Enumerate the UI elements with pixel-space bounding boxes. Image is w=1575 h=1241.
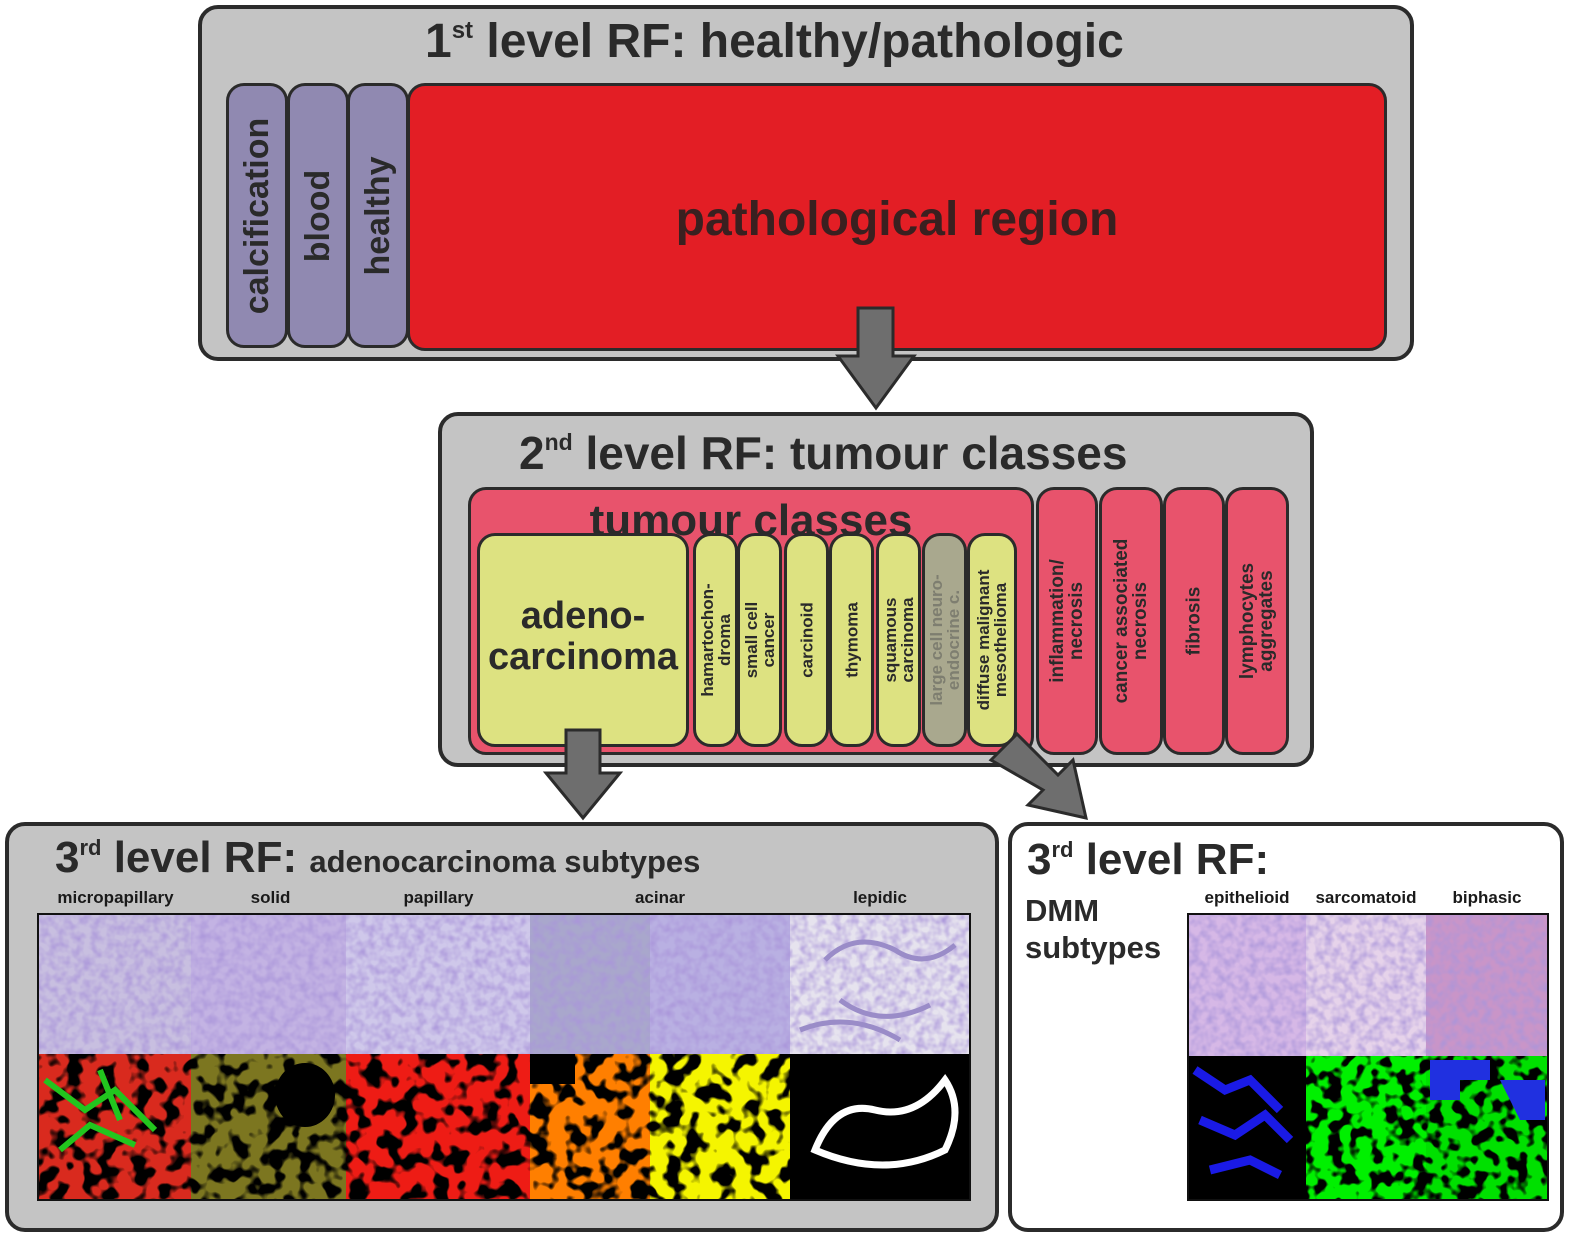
- class-carcinoid: carcinoid: [784, 533, 829, 747]
- level3-dmm-subtitle: DMM subtypes: [1025, 893, 1162, 966]
- caption-sarcomatoid: sarcomatoid: [1315, 888, 1417, 907]
- level3-adeno-panel: [5, 822, 999, 1232]
- class-lcnec-label-2: endocrine c.: [943, 589, 963, 691]
- class-carcinoid-label: carcinoid: [797, 602, 816, 678]
- pathological-region-label: pathological region: [675, 193, 1119, 246]
- caption-lepidic: lepidic: [853, 888, 907, 907]
- level3-dmm-title: 3rd level RF:: [1027, 835, 1270, 884]
- class-can-label-1: cancer associated: [1111, 538, 1132, 704]
- class-inflammation-label-2: necrosis: [1066, 581, 1087, 661]
- caption-biphasic: biphasic: [1452, 888, 1522, 907]
- class-squamous-label-2: carcinoma: [897, 597, 917, 683]
- class-inflammation-necrosis: inflammation/necrosis: [1036, 487, 1098, 755]
- caption-solid: solid: [250, 888, 291, 907]
- class-dmm-label-2: mesothelioma: [991, 582, 1010, 698]
- class-thymoma-label: thymoma: [842, 602, 861, 678]
- class-thymoma: thymoma: [829, 533, 874, 747]
- class-lcnec-label-1: large cell neuro-: [926, 574, 946, 706]
- level2-title: 2nd level RF: tumour classes: [519, 427, 1128, 479]
- class-fibrosis-label: fibrosis: [1183, 586, 1205, 656]
- class-hamartochondroma: hamartochon-droma: [693, 533, 738, 747]
- level3-adeno-title: 3rd level RF: adenocarcinoma subtypes: [55, 833, 701, 882]
- caption-micropapillary: micropapillary: [57, 888, 174, 907]
- class-small-cell-label-1: small cell: [741, 601, 761, 679]
- class-blood-label: blood: [299, 169, 337, 262]
- class-fibrosis: fibrosis: [1163, 487, 1225, 755]
- class-small-cell-label-2: cancer: [758, 612, 778, 668]
- class-large-cell-neuroendocrine: large cell neuro-endocrine c.: [922, 533, 967, 747]
- caption-epithelioid: epithelioid: [1204, 888, 1290, 907]
- class-adenocarcinoma: adeno- carcinoma: [477, 533, 689, 747]
- class-hamartochondroma-label-1: hamartochon-: [697, 583, 717, 697]
- class-blood: blood: [287, 83, 349, 348]
- class-squamous-label-1: squamous: [880, 597, 900, 683]
- class-hamartochondroma-label-2: droma: [714, 614, 734, 666]
- class-lymph-label-1: lymphocytes: [1237, 562, 1258, 680]
- class-lymph-label-2: aggregates: [1256, 570, 1277, 672]
- pathological-region: pathological region: [407, 83, 1387, 351]
- caption-papillary: papillary: [403, 888, 474, 907]
- class-healthy-label: healthy: [359, 155, 397, 276]
- class-can-label-2: necrosis: [1130, 581, 1151, 661]
- class-calcification-label: calcification: [238, 117, 276, 314]
- caption-acinar: acinar: [634, 888, 686, 907]
- level1-title: 1st level RF: healthy/pathologic: [425, 15, 1124, 68]
- class-inflammation-label-1: inflammation/: [1047, 559, 1068, 683]
- class-healthy: healthy: [347, 83, 409, 348]
- class-calcification: calcification: [226, 83, 288, 348]
- adenocarcinoma-label: adeno- carcinoma: [487, 595, 679, 679]
